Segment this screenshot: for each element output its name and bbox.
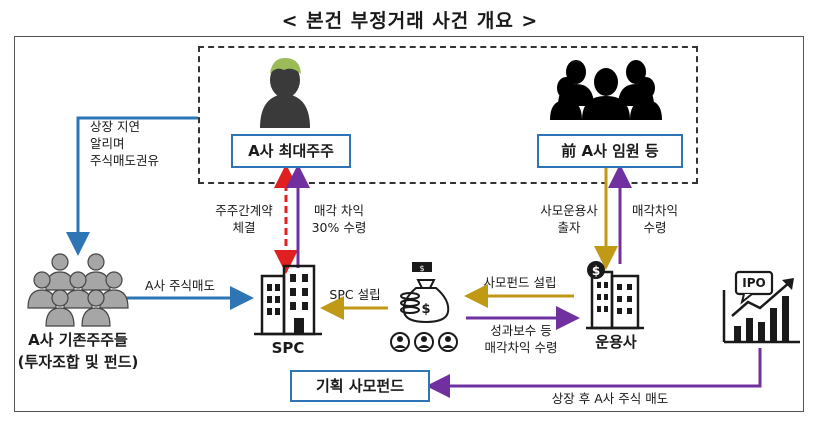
label-recommend-sale-line1: 상장 지연 [90,119,140,134]
label-performance-fee-line1: 성과보수 등 [490,323,552,338]
label-recommend-sale-line2: 알리며 [90,136,125,151]
ipo-label: IPO [742,276,766,290]
major-shareholder-box: A사 최대주주 [231,134,351,168]
diagram-title: < 본건 부정거래 사건 개요 > [281,10,539,32]
label-fund-setup: 사모펀드 설립 [483,275,557,290]
arrow-recommend-sale [66,116,198,256]
label-sale-gain-30: 매각 차익 30% 수령 [304,202,374,236]
planned-fund-box: 기획 사모펀드 [290,370,430,402]
label-sale-gain-line1: 매각차익 [631,203,678,218]
arrow-post-listing-sale [426,348,762,398]
label-sale-gain-30-line1: 매각 차익 [314,203,364,218]
former-executives-box: 前 A사 임원 등 [537,134,683,168]
label-sale-gain: 매각차익 수령 [624,202,686,236]
svg-text:$: $ [421,302,430,317]
label-side-agreement: 주주간계약 체결 [206,202,282,236]
label-performance-fee-line2: 매각차익 수령 [484,340,558,355]
label-manager-invest-line2: 출자 [557,220,581,235]
label-manager-invest-line1: 사모운용사 [540,203,598,218]
label-spc-setup: SPC 설립 [329,287,381,302]
label-sale-gain-line2: 수령 [643,220,667,235]
manager-label: 운용사 [595,333,637,351]
label-recommend-sale: 상장 지연 알리며 주식매도권유 [90,118,190,169]
diagram-frame [14,36,804,412]
svg-text:$: $ [419,264,424,273]
label-side-agreement-line2: 체결 [232,220,256,235]
label-sale-gain-30-line2: 30% 수령 [311,220,367,235]
existing-shareholders-sublabel: (투자조합 및 펀드) [17,353,139,371]
label-side-agreement-line1: 주주간계약 [215,203,273,218]
label-recommend-sale-line3: 주식매도권유 [90,153,160,168]
spc-label: SPC [271,339,305,357]
label-share-sale: A사 주식매도 [144,278,216,293]
existing-shareholders-label: A사 기존주주들 [28,331,128,349]
insider-group-box [198,46,698,184]
label-post-listing-sale: 상장 후 A사 주식 매도 [551,391,669,406]
svg-text:$: $ [592,264,600,278]
label-performance-fee: 성과보수 등 매각차익 수령 [466,322,576,356]
label-manager-invest: 사모운용사 출자 [534,202,604,236]
